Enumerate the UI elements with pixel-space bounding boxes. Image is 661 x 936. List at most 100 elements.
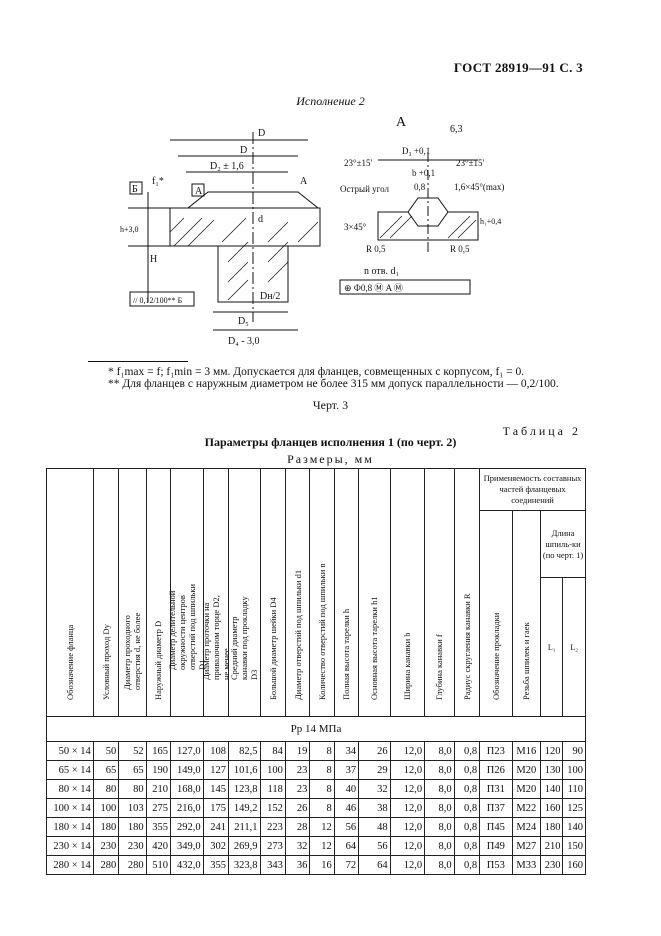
table-cell: 210 bbox=[145, 779, 172, 799]
table-cell: 12,0 bbox=[389, 836, 426, 856]
table-cell: 8,0 bbox=[424, 836, 455, 856]
table-cell: 38 bbox=[358, 798, 391, 818]
label-holes: n отв. d₁ bbox=[364, 266, 399, 277]
label-chamfer: 1,6×45°(max) bbox=[454, 182, 504, 192]
label-angle1: 23°±15' bbox=[344, 158, 373, 168]
col-header-15: Обозначение прокладки bbox=[479, 510, 513, 717]
figure-number: Черт. 3 bbox=[312, 398, 349, 412]
flange-disc bbox=[169, 207, 321, 247]
table-cell: 123,8 bbox=[227, 779, 261, 799]
footnote-rule bbox=[88, 361, 188, 362]
label-A-detail: A bbox=[396, 115, 407, 130]
table-cell: 420 bbox=[145, 836, 172, 856]
label-A-sect: A bbox=[300, 176, 308, 187]
label-tol1: h+3,0 bbox=[120, 225, 139, 234]
table-cell: 302 bbox=[202, 836, 229, 856]
table-cell: 125 bbox=[562, 798, 586, 818]
table-cell: 8,0 bbox=[424, 817, 455, 837]
table-cell: 292,0 bbox=[170, 817, 204, 837]
table-cell: 12,0 bbox=[389, 779, 426, 799]
table-cell: 34 bbox=[333, 741, 360, 761]
table-cell: М22 bbox=[511, 798, 542, 818]
table-cell: 0,8 bbox=[453, 741, 481, 761]
col-header-16: Резьба шпилек и гаек bbox=[511, 510, 542, 717]
table-cell: 216,0 bbox=[170, 798, 204, 818]
table-cell: М20 bbox=[511, 760, 542, 780]
table-cell: 48 bbox=[358, 817, 391, 837]
table-cell: 140 bbox=[562, 817, 586, 837]
table-cell: 140 bbox=[540, 779, 564, 799]
col-header-4: Диаметр делительной окружности центров о… bbox=[167, 468, 207, 717]
table-cell: 149,0 bbox=[170, 760, 204, 780]
flange-parameters-table: Обозначение фланца Условный проход Dy Ди… bbox=[46, 468, 586, 875]
table-cell: 0,8 bbox=[453, 855, 481, 875]
table-cell: 210 bbox=[540, 836, 564, 856]
table-cell: 152 bbox=[259, 798, 286, 818]
table-cell: 223 bbox=[259, 817, 286, 837]
table-cell: 230 × 14 bbox=[46, 836, 94, 856]
table-cell: 110 bbox=[562, 779, 586, 799]
col-header-0: Обозначение фланца bbox=[46, 468, 94, 717]
label-sharp: Острый угол bbox=[340, 184, 389, 194]
table-units: Размеры, мм bbox=[287, 452, 374, 466]
col-header-11: Основная высота тарелки h1 bbox=[358, 468, 391, 717]
table-cell: 23 bbox=[284, 779, 311, 799]
table-cell: 211,1 bbox=[227, 817, 261, 837]
col-header-3: Наружный диаметр D bbox=[145, 468, 172, 717]
table-cell: П31 bbox=[479, 779, 513, 799]
col-header-2: Диаметр проходного отверстия d, не более bbox=[118, 468, 147, 717]
table-cell: 241 bbox=[202, 817, 229, 837]
table-cell: 28 bbox=[284, 817, 311, 837]
table-cell: 120 bbox=[540, 741, 564, 761]
figure-caption: Исполнение 2 bbox=[296, 94, 365, 108]
table-cell: 0,8 bbox=[453, 836, 481, 856]
col-header-9: Количество отверстий под шпильки n bbox=[309, 468, 335, 717]
table-cell: 180 × 14 bbox=[46, 817, 94, 837]
table-cell: 46 bbox=[333, 798, 360, 818]
footnote-1: * f₁max = f; f₁min = 3 мм. Допускается д… bbox=[108, 366, 525, 378]
table-cell: 12,0 bbox=[389, 855, 426, 875]
table-cell: 32 bbox=[284, 836, 311, 856]
label-r1: R 0,5 bbox=[366, 244, 386, 254]
table-cell: 130 bbox=[540, 760, 564, 780]
table-cell: 280 bbox=[118, 855, 147, 875]
col-header-7: Большой диаметр шейки D4 bbox=[259, 468, 286, 717]
table-cell: 355 bbox=[145, 817, 172, 837]
table-cell: 160 bbox=[562, 855, 586, 875]
table-cell: 72 bbox=[333, 855, 360, 875]
table-cell: 8 bbox=[309, 741, 335, 761]
table-cell: М24 bbox=[511, 817, 542, 837]
table-cell: 8,0 bbox=[424, 741, 455, 761]
table-cell: 12,0 bbox=[389, 741, 426, 761]
table-cell: 230 bbox=[118, 836, 147, 856]
table-cell: 160 bbox=[540, 798, 564, 818]
table-cell: 80 bbox=[118, 779, 147, 799]
table-cell: 8 bbox=[309, 760, 335, 780]
table-cell: 230 bbox=[540, 855, 564, 875]
table-cell: 0,8 bbox=[453, 779, 481, 799]
table-cell: 12,0 bbox=[389, 798, 426, 818]
table-cell: 29 bbox=[358, 760, 391, 780]
label-parallel: // 0,12/100** Б bbox=[133, 296, 183, 305]
table-cell: 180 bbox=[118, 817, 147, 837]
label-D3: D₃ +0,1 bbox=[402, 146, 430, 156]
table-cell: 32 bbox=[358, 779, 391, 799]
table-cell: 165 bbox=[145, 741, 172, 761]
table-label: Таблица 2 bbox=[502, 424, 581, 438]
table-cell: П45 bbox=[479, 817, 513, 837]
length-header: Длина шпиль-ки (по черт. 1) bbox=[540, 510, 586, 578]
col-header-14: Радиус скругления канавки R bbox=[453, 468, 481, 717]
table-cell: 432,0 bbox=[170, 855, 204, 875]
flange-drawing: D D D₂ ± 1,6 d A A Б f₁* H h+3,0 Dн/2 D₅… bbox=[120, 115, 504, 347]
table-cell: 64 bbox=[333, 836, 360, 856]
table-cell: 100 bbox=[562, 760, 586, 780]
label-r2: R 0,5 bbox=[450, 244, 470, 254]
label-b: b +0,1 bbox=[412, 168, 435, 178]
table-cell: 65 bbox=[118, 760, 147, 780]
group-header: Применяемость составных частей фланцевых… bbox=[479, 468, 586, 511]
table-cell: 280 bbox=[92, 855, 120, 875]
